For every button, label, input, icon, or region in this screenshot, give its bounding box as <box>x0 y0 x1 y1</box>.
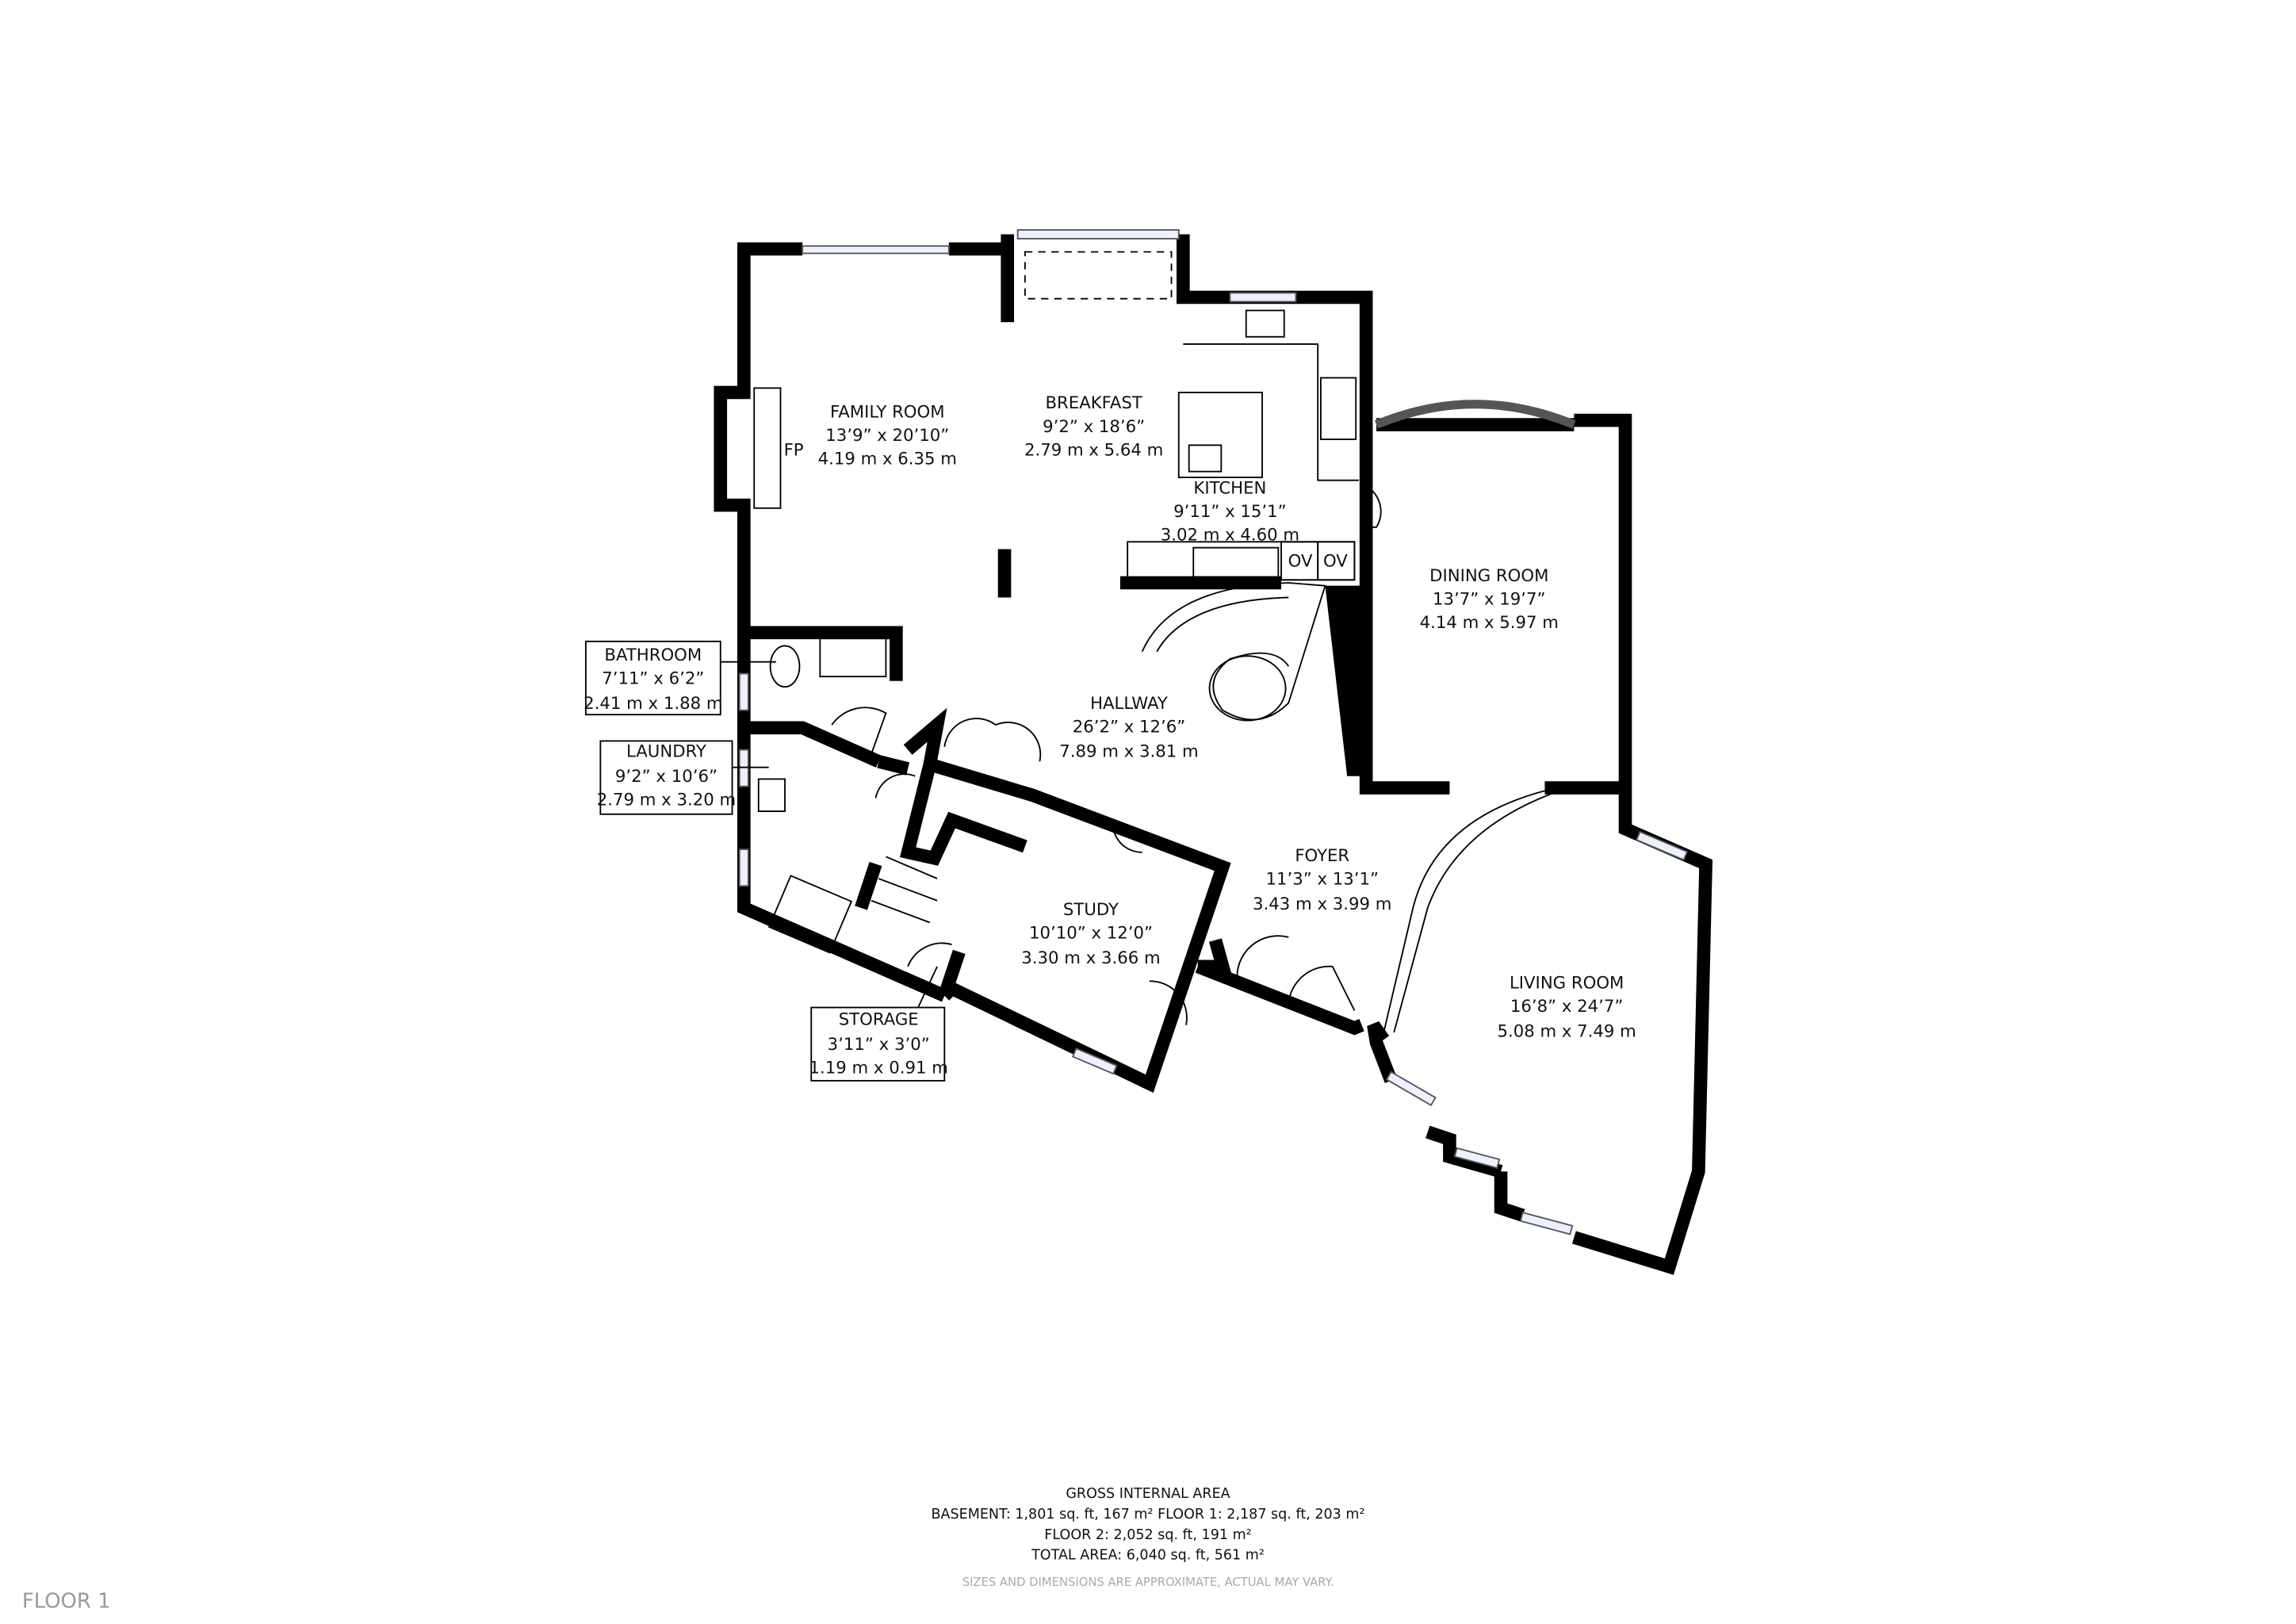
study-imperial: 10’10” x 12’0” <box>1029 924 1153 944</box>
window <box>1635 830 1689 861</box>
fixtures <box>753 251 1560 1033</box>
door-swing <box>907 942 952 967</box>
bathroom-name: BATHROOM <box>604 645 702 665</box>
dashed-outline <box>1024 251 1173 300</box>
bay-window <box>1374 400 1576 429</box>
door-swing <box>943 718 997 747</box>
hallway-metric: 7.89 m x 3.81 m <box>1059 742 1198 762</box>
foyer-metric: 3.43 m x 3.99 m <box>1253 894 1391 914</box>
dining-room-imperial: 13’7” x 19’7” <box>1433 590 1546 610</box>
window <box>1071 1048 1118 1075</box>
storage-metric: 1.19 m x 0.91 m <box>809 1059 948 1078</box>
breakfast-metric: 2.79 m x 5.64 m <box>1024 440 1163 460</box>
window <box>1229 292 1297 303</box>
dining-room-metric: 4.14 m x 5.97 m <box>1420 613 1559 633</box>
laundry-name: LAUNDRY <box>626 742 706 762</box>
family-room-metric: 4.19 m x 6.35 m <box>818 449 957 469</box>
area-line-3: TOTAL AREA: 6,040 sq. ft, 561 m² <box>1031 1548 1265 1564</box>
study-name: STUDY <box>1063 900 1119 920</box>
foyer-imperial: 11’3” x 13’1” <box>1265 869 1379 889</box>
fireplace-hearth <box>753 387 782 509</box>
kitchen-imperial: 9’11” x 15’1” <box>1173 502 1287 522</box>
door-swing <box>874 773 916 799</box>
washer-dryer <box>767 875 853 954</box>
stair-core <box>1208 655 1287 722</box>
family-room-imperial: 13’9” x 20’10” <box>825 426 949 446</box>
breakfast-name: BREAKFAST <box>1045 393 1142 413</box>
spiral-staircase <box>1141 582 1326 721</box>
foyer-name: FOYER <box>1295 846 1349 866</box>
window <box>1385 1071 1437 1106</box>
study-metric: 3.30 m x 3.66 m <box>1021 948 1160 968</box>
window <box>738 672 749 711</box>
kitchen-name: KITCHEN <box>1193 478 1266 498</box>
disclaimer: SIZES AND DIMENSIONS ARE APPROXIMATE, AC… <box>962 1576 1334 1589</box>
floor-label: FLOOR 1 <box>22 1590 111 1614</box>
hallway-imperial: 26’2” x 12’6” <box>1073 717 1186 737</box>
storage-name: STORAGE <box>839 1010 919 1030</box>
door-swing <box>995 722 1042 762</box>
laundry-sink <box>757 778 786 812</box>
kitchen-metric: 3.02 m x 4.60 m <box>1161 525 1299 545</box>
window <box>1519 1211 1574 1235</box>
window <box>1016 229 1180 239</box>
curved-wall-line <box>1383 790 1545 1033</box>
door-swing <box>1288 965 1356 1011</box>
window <box>802 245 950 255</box>
laundry-callout: LAUNDRY 9’2” x 10’6” 2.79 m x 3.20 m <box>597 740 769 815</box>
dining-room-name: DINING ROOM <box>1429 566 1548 586</box>
storage-callout: STORAGE 3’11” x 3’0” 1.19 m x 0.91 m <box>809 966 948 1082</box>
fireplace-label: FP <box>784 440 804 460</box>
toilet <box>769 645 801 688</box>
windows <box>738 229 1689 1235</box>
laundry-metric: 2.79 m x 3.20 m <box>597 791 736 810</box>
storage-imperial: 3’11” x 3’0” <box>828 1035 930 1055</box>
bathroom-vanity <box>819 638 887 678</box>
walls <box>714 234 1713 1275</box>
counter-appliance <box>1192 546 1280 578</box>
area-line-2: FLOOR 2: 2,052 sq. ft, 191 m² <box>1044 1527 1251 1543</box>
living-room-name: LIVING ROOM <box>1510 974 1624 994</box>
island-sink <box>1188 444 1223 473</box>
oven-label: OV <box>1323 552 1348 572</box>
door-swing <box>1365 485 1382 528</box>
family-room-name: FAMILY ROOM <box>830 402 945 422</box>
bathroom-callout: BATHROOM 7’11” x 6’2” 2.41 m x 1.88 m <box>584 640 776 716</box>
area-line-1: BASEMENT: 1,801 sq. ft, 167 m² FLOOR 1: … <box>932 1507 1365 1522</box>
hallway-name: HALLWAY <box>1090 694 1168 714</box>
cooktop <box>1319 377 1357 440</box>
living-room-imperial: 16’8” x 24’7” <box>1510 997 1624 1017</box>
door-swing <box>831 707 887 755</box>
breakfast-imperial: 9’2” x 18’6” <box>1043 417 1145 437</box>
door-swing <box>1112 820 1142 853</box>
living-room-metric: 5.08 m x 7.49 m <box>1497 1021 1636 1041</box>
area-title: GROSS INTERNAL AREA <box>1066 1486 1230 1502</box>
door-swing <box>1236 935 1289 982</box>
room-labels: FAMILY ROOM 13’9” x 20’10” 4.19 m x 6.35… <box>584 393 1636 1082</box>
bathroom-imperial: 7’11” x 6’2” <box>602 668 704 688</box>
laundry-imperial: 9’2” x 10’6” <box>615 767 718 787</box>
oven <box>1317 541 1356 581</box>
window <box>738 848 749 887</box>
oven-label: OV <box>1288 552 1313 572</box>
kitchen-island <box>1177 391 1263 478</box>
bathroom-metric: 2.41 m x 1.88 m <box>584 694 722 714</box>
kitchen-sink <box>1245 309 1285 338</box>
area-summary: GROSS INTERNAL AREA BASEMENT: 1,801 sq. … <box>932 1486 1365 1589</box>
window <box>1453 1147 1501 1169</box>
door-swing <box>1149 980 1188 1025</box>
